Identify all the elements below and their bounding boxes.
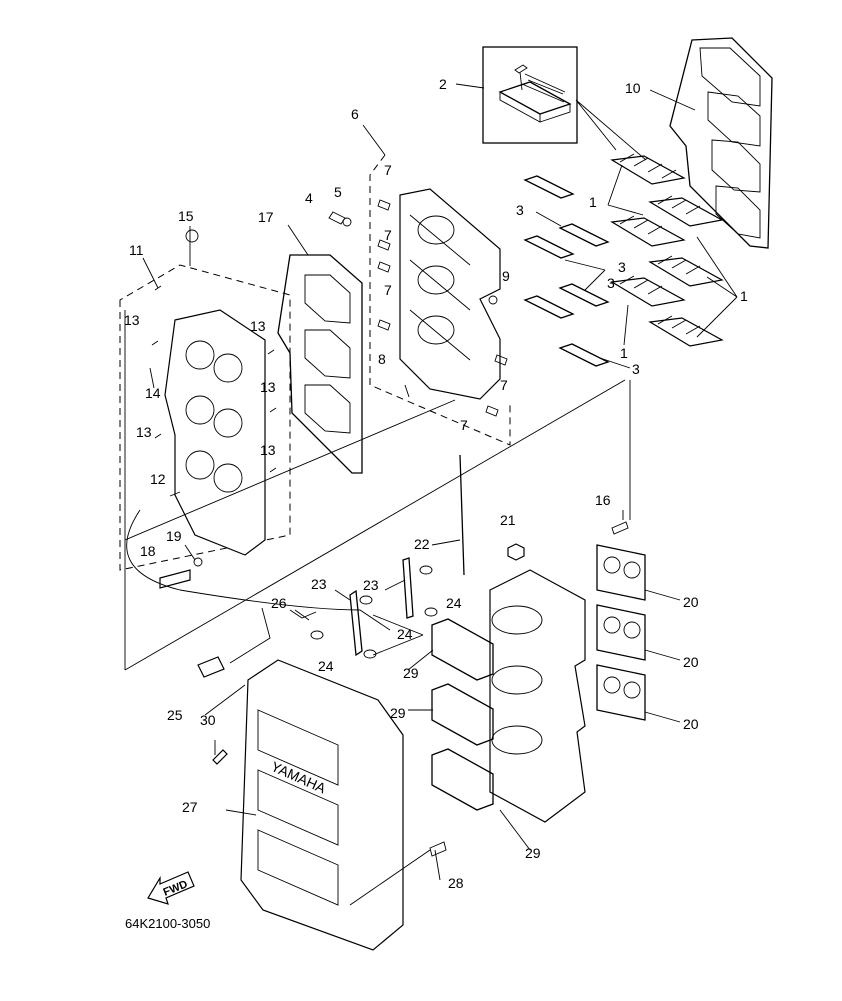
callout-4: 4 xyxy=(305,190,313,206)
callout-13: 13 xyxy=(260,442,276,458)
callout-7: 7 xyxy=(384,162,392,178)
callout-10: 10 xyxy=(625,80,641,96)
leader-lines xyxy=(124,83,738,906)
gasket-17 xyxy=(277,254,363,474)
callout-7: 7 xyxy=(460,417,468,433)
callout-26: 26 xyxy=(271,595,287,611)
callout-7: 7 xyxy=(384,227,392,243)
callout-24: 24 xyxy=(446,595,462,611)
callout-7: 7 xyxy=(500,377,508,393)
reed-valve-detail-inset xyxy=(482,46,578,144)
callout-18: 18 xyxy=(140,543,156,559)
callout-29: 29 xyxy=(525,845,541,861)
callout-27: 27 xyxy=(182,799,198,815)
callout-3: 3 xyxy=(607,275,615,291)
callout-29: 29 xyxy=(390,705,406,721)
callout-6: 6 xyxy=(351,106,359,122)
callout-21: 21 xyxy=(500,512,516,528)
callout-24: 24 xyxy=(397,626,413,642)
callout-13: 13 xyxy=(136,424,152,440)
figure-code: 64K2100-3050 xyxy=(125,916,210,931)
callout-11: 11 xyxy=(129,242,144,258)
callout-numbers: 1 1 1 2 3 3 3 3 4 5 6 7 7 7 7 7 8 9 10 1… xyxy=(124,76,748,891)
reed-gaskets xyxy=(523,175,610,367)
callout-1: 1 xyxy=(620,345,628,361)
callout-20: 20 xyxy=(683,716,699,732)
gaskets-20 xyxy=(596,544,646,721)
callout-28: 28 xyxy=(448,875,464,891)
forward-direction-arrow: FWD xyxy=(147,871,195,905)
callout-16: 16 xyxy=(595,492,611,508)
gasket-10 xyxy=(669,37,773,249)
callout-23: 23 xyxy=(311,576,327,592)
callout-19: 19 xyxy=(166,528,182,544)
callout-25: 25 xyxy=(167,707,183,723)
callout-20: 20 xyxy=(683,654,699,670)
callout-30: 30 xyxy=(200,712,216,728)
callout-1: 1 xyxy=(740,288,748,304)
callout-13: 13 xyxy=(250,318,266,334)
callout-24: 24 xyxy=(318,658,334,674)
callout-3: 3 xyxy=(516,202,524,218)
callout-9: 9 xyxy=(502,268,510,284)
reed-valve-assemblies xyxy=(610,153,724,347)
carburetor-assembly xyxy=(489,569,586,823)
callout-13: 13 xyxy=(260,379,276,395)
callout-7: 7 xyxy=(384,282,392,298)
callout-2: 2 xyxy=(439,76,447,92)
callout-3: 3 xyxy=(632,361,640,377)
intake-manifold xyxy=(119,264,291,571)
callout-5: 5 xyxy=(334,184,342,200)
silencer-cover: YAMAHA xyxy=(240,659,404,951)
gaskets-29 xyxy=(431,618,494,811)
callout-14: 14 xyxy=(145,385,161,401)
callout-8: 8 xyxy=(378,351,386,367)
callout-1: 1 xyxy=(589,194,597,210)
callout-17: 17 xyxy=(258,209,274,225)
reed-valve-housing xyxy=(369,154,511,446)
callout-12: 12 xyxy=(150,471,166,487)
callout-20: 20 xyxy=(683,594,699,610)
callout-15: 15 xyxy=(178,208,194,224)
callout-29: 29 xyxy=(403,665,419,681)
callout-22: 22 xyxy=(414,536,430,552)
callout-23: 23 xyxy=(363,577,379,593)
callout-3: 3 xyxy=(618,259,626,275)
callout-13: 13 xyxy=(124,312,140,328)
